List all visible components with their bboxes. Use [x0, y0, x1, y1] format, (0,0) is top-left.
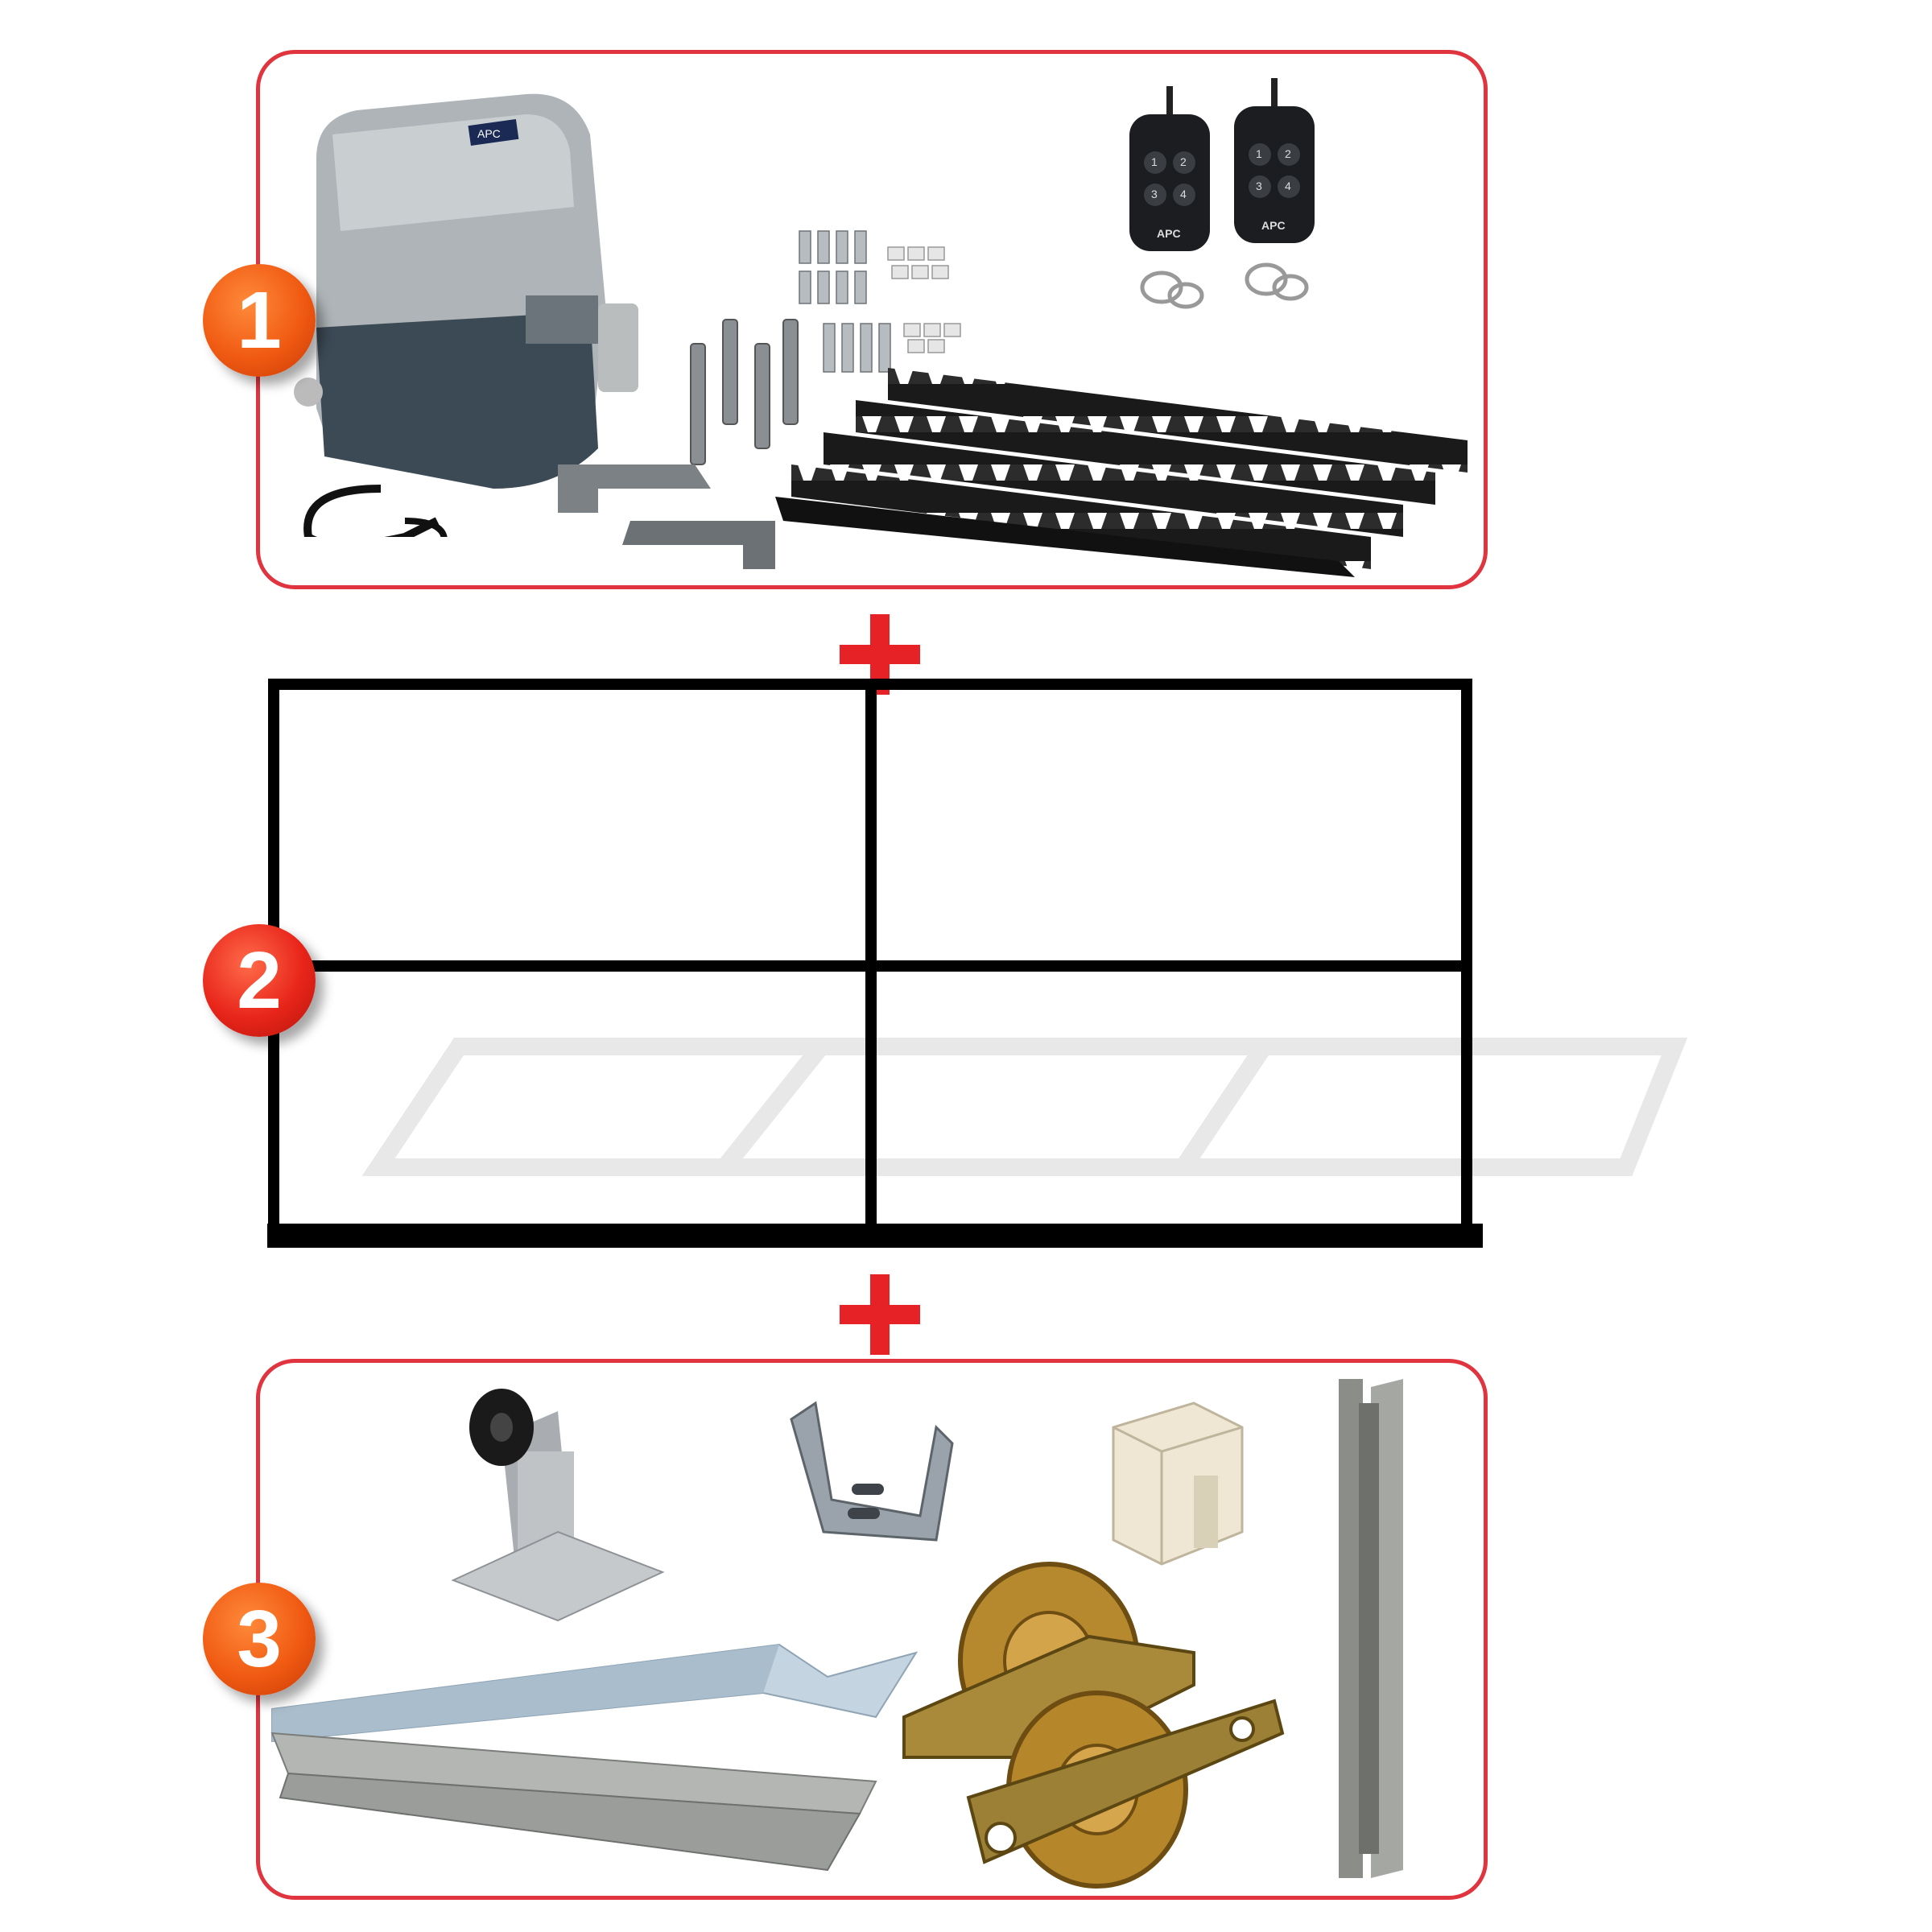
screw-icon — [799, 230, 891, 373]
gate-frame-icon — [267, 679, 1688, 1248]
remote-1-button-3: 3 — [1151, 188, 1158, 200]
step-2-badge: 2 — [203, 924, 316, 1037]
remote-1-brand: APC — [1157, 227, 1181, 240]
channel-post-icon — [1339, 1379, 1403, 1878]
wheel-carriage-icon — [902, 1562, 1285, 1889]
limit-bracket-icon — [558, 464, 775, 569]
guide-roller-icon — [451, 1389, 665, 1622]
remote-1-button-1: 1 — [1151, 155, 1158, 168]
remote-2-brand: APC — [1261, 219, 1286, 232]
remote-2-button-3: 3 — [1256, 180, 1262, 192]
nylon-block-icon — [1112, 1402, 1244, 1566]
motor-badge-label: APC — [477, 127, 501, 140]
remote-2-button-1: 1 — [1256, 147, 1262, 160]
gate-motor-icon: APC — [294, 93, 638, 537]
spacer-icon — [887, 246, 961, 353]
ground-track-icon — [270, 1732, 877, 1872]
remote-2-button-4: 4 — [1285, 180, 1291, 192]
step-1-badge: 1 — [203, 264, 316, 377]
anchor-bolt-icon — [690, 319, 799, 465]
remote-control-icon: 1 2 3 4 APC — [1226, 78, 1323, 320]
step-3-badge: 3 — [203, 1583, 316, 1695]
plus-icon — [840, 1274, 920, 1355]
remote-control-icon: 1 2 3 4 APC — [1121, 86, 1218, 328]
hardware-panel — [256, 1359, 1488, 1900]
angle-track-icon — [271, 1643, 919, 1743]
u-bracket-icon — [790, 1401, 954, 1542]
motor-kit-panel: APC — [256, 50, 1488, 589]
remote-2-button-2: 2 — [1285, 147, 1291, 160]
remote-1-button-2: 2 — [1180, 155, 1187, 168]
remote-1-button-4: 4 — [1180, 188, 1187, 200]
gear-rack-icon — [775, 368, 1468, 577]
